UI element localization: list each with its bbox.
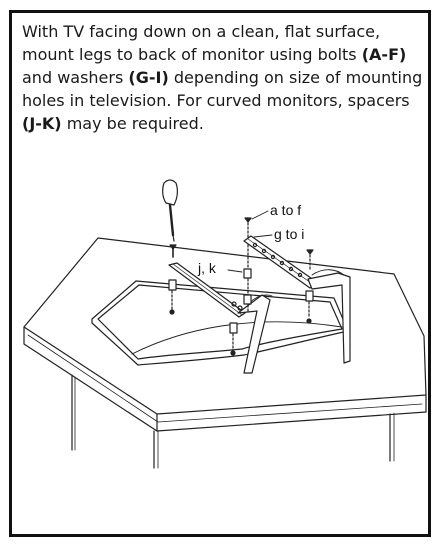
washers-reference: (G-I) [128, 68, 169, 87]
rail-hole [252, 242, 258, 248]
assembly-diagram: a to f g to i j, k [23, 179, 427, 469]
screwdriver-hand [162, 179, 178, 206]
bolts-reference: (A-F) [361, 45, 407, 64]
rail-hole [288, 266, 294, 272]
tv-frame [91, 280, 349, 366]
rail-hole [237, 305, 243, 311]
left-fasteners [168, 244, 238, 356]
center-fasteners [243, 217, 252, 314]
instruction-card: With TV facing down on a clean, flat sur… [9, 10, 431, 537]
instruction-text-part: depending on size of mounting holes in t… [22, 68, 423, 110]
leader-line [253, 234, 273, 238]
tv-back [97, 284, 343, 360]
instruction-text-part: and washers [22, 68, 129, 87]
right-leg [307, 272, 351, 364]
right-fasteners [305, 249, 314, 324]
spacers-reference: (J-K) [22, 114, 62, 133]
instruction-text-part: may be required. [61, 114, 204, 133]
label-washers: g to i [274, 226, 304, 242]
rail-hole [231, 301, 237, 307]
rail-hole [297, 272, 303, 278]
screwdriver-shaft [168, 203, 175, 237]
rail-hole [270, 254, 276, 260]
table-edge-inner [27, 334, 423, 423]
leader-line [251, 210, 269, 220]
label-bolts: a to f [270, 202, 301, 218]
rail-hole [261, 248, 267, 254]
leader-line [227, 269, 243, 273]
instruction-text-part: With TV facing down on a clean, flat sur… [22, 22, 381, 64]
instruction-text: With TV facing down on a clean, flat sur… [22, 20, 426, 135]
left-leg [237, 294, 271, 374]
right-leg-foot [311, 269, 345, 276]
rail-hole [279, 260, 285, 266]
label-spacers: j, k [197, 260, 217, 276]
